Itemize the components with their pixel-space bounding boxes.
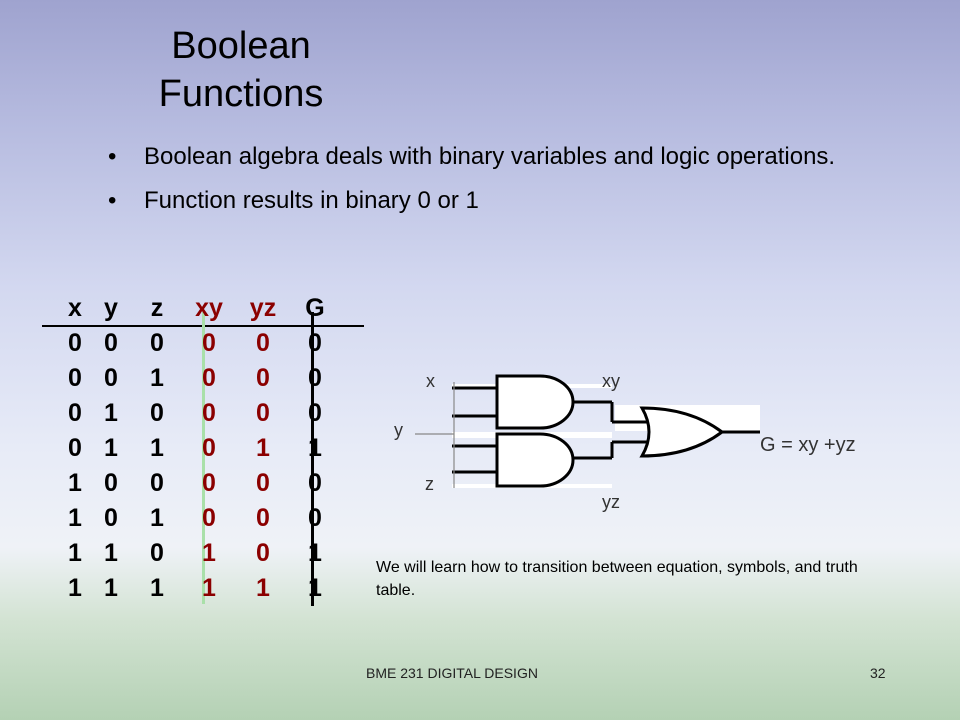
bullet-text: Function results in binary 0 or 1 xyxy=(144,187,479,214)
page-number: 32 xyxy=(870,665,886,681)
truth-table-cell: 0 xyxy=(308,469,322,497)
truth-table-cell: 1 xyxy=(150,504,164,532)
truth-table-cell: 0 xyxy=(202,399,216,427)
truth-table-cell: 1 xyxy=(308,434,322,462)
truth-table-cell: 0 xyxy=(256,364,270,392)
truth-table-cell: 1 xyxy=(202,574,216,602)
truth-table-cell: 0 xyxy=(308,329,322,357)
bullet-list: • Boolean algebra deals with binary vari… xyxy=(108,140,898,228)
bullet-item: • Function results in binary 0 or 1 xyxy=(108,184,898,218)
truth-table-cell: 1 xyxy=(202,539,216,567)
truth-table-cell: 0 xyxy=(308,399,322,427)
truth-table-cell: 0 xyxy=(150,469,164,497)
truth-table-cell: 0 xyxy=(256,469,270,497)
truth-table-cell: 0 xyxy=(68,399,82,427)
truth-table-cell: 0 xyxy=(150,539,164,567)
circuit-label-z: z xyxy=(425,474,434,494)
title-line-1: Boolean xyxy=(171,25,311,67)
bullet-marker: • xyxy=(108,187,117,214)
truth-table-header-cell: z xyxy=(150,294,164,322)
circuit-label-x: x xyxy=(426,371,435,391)
truth-table-cell: 1 xyxy=(104,434,118,462)
truth-table-cell: 0 xyxy=(104,364,118,392)
truth-table-cell: 0 xyxy=(104,469,118,497)
truth-table-header-cell: y xyxy=(104,294,118,322)
truth-table-cell: 1 xyxy=(256,574,270,602)
logic-circuit-diagram xyxy=(415,374,760,488)
truth-table-cell: 1 xyxy=(308,539,322,567)
truth-table-cell: 0 xyxy=(104,504,118,532)
table-divider-output xyxy=(311,312,314,606)
truth-table-cell: 0 xyxy=(308,364,322,392)
truth-table-cell: 0 xyxy=(256,504,270,532)
truth-table-cell: 1 xyxy=(308,574,322,602)
truth-table-cell: 0 xyxy=(68,329,82,357)
footer-course: BME 231 DIGITAL DESIGN xyxy=(366,665,538,681)
truth-table-cell: 1 xyxy=(150,574,164,602)
truth-table-cell: 0 xyxy=(202,364,216,392)
truth-table-cell: 0 xyxy=(68,364,82,392)
truth-table-cell: 1 xyxy=(150,364,164,392)
bullet-item: • Boolean algebra deals with binary vari… xyxy=(108,140,898,174)
truth-table-cell: 0 xyxy=(256,539,270,567)
circuit-label-yz: yz xyxy=(602,492,620,512)
truth-table-cell: 0 xyxy=(202,434,216,462)
truth-table-cell: 0 xyxy=(150,329,164,357)
truth-table-cell: 0 xyxy=(68,434,82,462)
truth-table-cell: 0 xyxy=(150,399,164,427)
truth-table-cell: 0 xyxy=(202,329,216,357)
truth-table-header-cell: yz xyxy=(249,294,277,322)
truth-table-cell: 1 xyxy=(256,434,270,462)
truth-table-cell: 1 xyxy=(150,434,164,462)
note-text: We will learn how to transition between … xyxy=(376,559,858,599)
truth-table-cell: 0 xyxy=(256,329,270,357)
truth-table-cell: 1 xyxy=(68,539,82,567)
and-gate-xy xyxy=(495,374,575,430)
circuit-label-xy: xy xyxy=(602,371,620,391)
truth-table-cell: 1 xyxy=(68,574,82,602)
truth-table-cell: 1 xyxy=(104,539,118,567)
truth-table-header-cell: x xyxy=(68,294,82,322)
bullet-text: Boolean algebra deals with binary variab… xyxy=(144,143,836,170)
and-gate-yz xyxy=(495,432,575,488)
bullet-marker: • xyxy=(108,143,117,170)
truth-table-cell: 0 xyxy=(202,504,216,532)
truth-table-cell: 1 xyxy=(68,504,82,532)
circuit-label-y: y xyxy=(394,420,403,440)
or-gate xyxy=(639,406,725,458)
table-divider-inputs xyxy=(202,312,205,604)
truth-table-cell: 1 xyxy=(104,399,118,427)
slide-title: Boolean Functions xyxy=(146,22,336,118)
truth-table-header-cell: G xyxy=(305,294,325,322)
truth-table-cell: 0 xyxy=(308,504,322,532)
truth-table-cell: 1 xyxy=(68,469,82,497)
truth-table-cell: 0 xyxy=(202,469,216,497)
equation-label: G = xy +yz xyxy=(760,434,856,456)
truth-table-cell: 1 xyxy=(104,574,118,602)
truth-table-cell: 0 xyxy=(256,399,270,427)
truth-table-cell: 0 xyxy=(104,329,118,357)
title-line-2: Functions xyxy=(158,73,324,115)
truth-table-header-cell: xy xyxy=(195,294,223,322)
